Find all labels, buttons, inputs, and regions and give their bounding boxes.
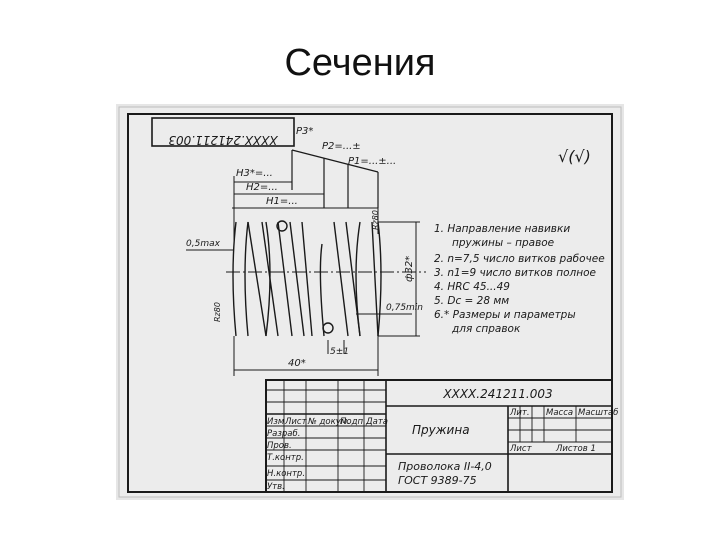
roughness-right-label: Rz80 <box>371 210 380 230</box>
note-line-5: 4. HRC 45...49 <box>434 281 510 293</box>
tb-header-date: Дата <box>365 417 388 427</box>
tb-role-tkontr: Т.контр. <box>267 453 304 463</box>
height-h2-label: H2=... <box>246 182 278 193</box>
note-line-1: 1. Направление навивки <box>434 223 570 235</box>
tb-mass-header: Масса <box>546 408 573 418</box>
length-label: 40* <box>288 358 306 369</box>
tb-sheets-label: Листов 1 <box>555 444 596 454</box>
gap-max-label: 0,5max <box>186 239 221 249</box>
diameter-label: ф32* <box>404 256 415 282</box>
tb-sheet-label: Лист <box>509 444 533 454</box>
slide-title: Сечения <box>284 42 436 84</box>
drawing-canvas: XXXX.241211.003 √(√) P3* P2=...± P1=...±… <box>118 106 622 498</box>
tb-role-prov: Пров. <box>267 441 292 451</box>
height-h1-label: H1=... <box>266 196 298 207</box>
force-diagram <box>291 149 379 208</box>
title-block-name: Пружина <box>412 423 470 437</box>
tb-role-nkontr: Н.контр. <box>267 469 305 479</box>
title-block-designation: XXXX.241211.003 <box>442 387 552 401</box>
note-line-2: пружины – правое <box>452 237 554 249</box>
tb-scale-header: Масштаб <box>578 408 618 418</box>
tb-header-sign: Подп. <box>340 417 366 427</box>
tb-header-izm: Изм <box>267 417 285 427</box>
note-line-4: 3. n1=9 число витков полное <box>434 267 596 279</box>
title-block <box>265 379 613 493</box>
height-h3-label: H3*=... <box>236 168 273 179</box>
roughness-left-label: Rz80 <box>213 302 222 322</box>
note-line-3: 2. n=7,5 число витков рабочее <box>434 253 605 265</box>
min-gap-label: 0,75min <box>386 303 423 313</box>
note-line-8: для справок <box>451 323 521 335</box>
spring-section <box>226 221 426 337</box>
tb-header-doc: № докум. <box>307 417 350 427</box>
wire-section-top <box>276 220 288 232</box>
designation-stamp-box <box>151 117 295 147</box>
title-block-material-2: ГОСТ 9389-75 <box>398 474 477 487</box>
note-line-7: 6.* Размеры и параметры <box>434 309 576 321</box>
height-dimension-lines <box>232 176 379 244</box>
tb-role-utv: Утв. <box>267 482 285 492</box>
force-p3-label: P3* <box>296 126 313 137</box>
wire-section-bottom <box>322 322 334 334</box>
tb-header-list: Лист <box>284 417 308 427</box>
force-p1-label: P1=...±... <box>348 156 396 167</box>
roughness-mark: √(√) <box>558 147 591 166</box>
tb-role-razrab: Разраб. <box>267 429 300 439</box>
technical-drawing: XXXX.241211.003 √(√) P3* P2=...± P1=...±… <box>116 104 624 500</box>
designation-stamp: XXXX.241211.003 <box>168 133 278 147</box>
tb-lit-header: Лит. <box>509 408 530 418</box>
note-line-6: 5. Dc = 28 мм <box>434 295 509 307</box>
pitch-label: 5±1 <box>330 347 349 357</box>
force-p2-label: P2=...± <box>322 141 361 152</box>
outer-border <box>118 106 622 498</box>
technical-notes: 1. Направление навивки пружины – правое … <box>434 223 605 335</box>
title-block-material-1: Проволока II-4,0 <box>398 460 492 473</box>
